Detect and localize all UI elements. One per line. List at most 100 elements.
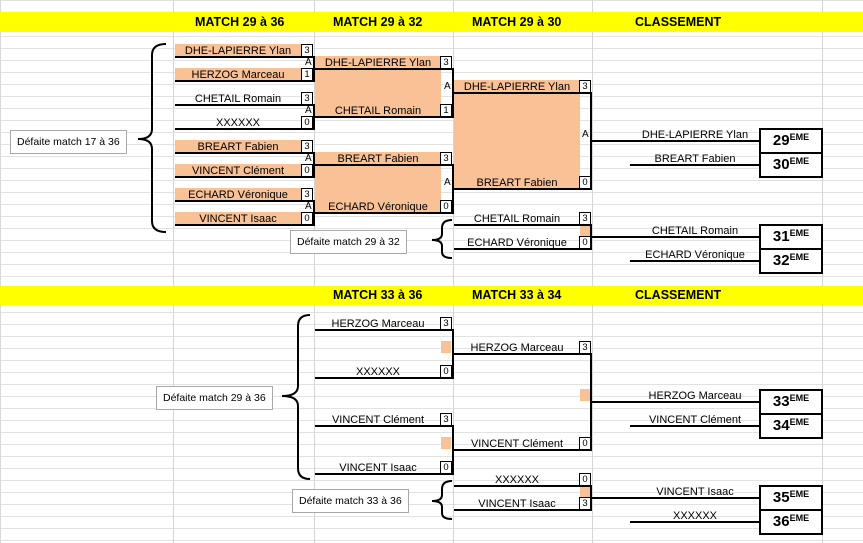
rank-box-36: 36EME <box>759 509 823 535</box>
rank-number: 29 <box>772 132 790 149</box>
rank-number: 35 <box>772 489 790 506</box>
bracket-line <box>630 260 760 262</box>
bracket-connector <box>452 329 454 379</box>
rank-number: 36 <box>772 513 790 530</box>
player-name[interactable]: DHE-LAPIERRE Ylan <box>324 57 432 69</box>
header-match-29-36: MATCH 29 à 36 <box>195 15 285 29</box>
score-cell[interactable]: 3 <box>579 80 591 93</box>
bracket-line <box>592 497 760 499</box>
score-cell[interactable]: 3 <box>301 44 313 57</box>
bracket-line <box>454 92 592 94</box>
advance-mark: A <box>305 105 312 116</box>
cell-fill <box>580 389 590 401</box>
score-cell[interactable]: 0 <box>579 176 591 189</box>
player-name[interactable]: HERZOG Marceau <box>191 69 285 81</box>
score-cell[interactable]: 0 <box>579 437 591 450</box>
bracket-connector <box>452 164 454 214</box>
score-cell[interactable]: 1 <box>440 104 452 117</box>
bracket-line <box>630 164 760 166</box>
bracket-connector <box>452 68 454 118</box>
note-defaite-29-32: Défaite match 29 à 32 <box>290 230 407 254</box>
score-cell[interactable]: 0 <box>579 473 591 486</box>
note-defaite-33-36: Défaite match 33 à 36 <box>292 489 409 513</box>
score-cell[interactable]: 0 <box>301 164 313 177</box>
bracket-line <box>592 140 760 142</box>
bracket-line <box>315 425 454 427</box>
score-cell[interactable]: 0 <box>440 200 452 213</box>
header-match-29-30: MATCH 29 à 30 <box>472 15 562 29</box>
note-defaite-17-36: Défaite match 17 à 36 <box>10 130 127 154</box>
score-cell[interactable]: 3 <box>579 341 591 354</box>
player-name[interactable]: CHETAIL Romain <box>194 93 282 105</box>
cell-fill <box>315 56 441 116</box>
bracket-line <box>315 116 454 118</box>
bracket-line <box>454 248 592 250</box>
player-name[interactable]: VINCENT Isaac <box>199 213 277 225</box>
classement-name: DHE-LAPIERRE Ylan <box>641 129 749 141</box>
cell-fill <box>175 164 301 176</box>
player-name[interactable]: CHETAIL Romain <box>334 105 422 117</box>
player-name[interactable]: XXXXXX <box>215 117 261 129</box>
player-name[interactable]: XXXXXX <box>494 474 540 486</box>
cell-fill <box>175 44 301 56</box>
player-name[interactable]: CHETAIL Romain <box>473 213 561 225</box>
score-cell[interactable]: 0 <box>440 461 452 474</box>
score-cell[interactable]: 3 <box>579 497 591 510</box>
score-cell[interactable]: 3 <box>440 317 452 330</box>
score-cell[interactable]: 3 <box>440 413 452 426</box>
bracket-line <box>315 68 454 70</box>
bracket-connector <box>313 104 315 130</box>
score-cell[interactable]: 0 <box>440 365 452 378</box>
column-gridline <box>314 0 315 543</box>
score-cell[interactable]: 3 <box>301 92 313 105</box>
score-cell[interactable]: 3 <box>440 152 452 165</box>
bracket-connector <box>452 425 454 475</box>
rank-number: 30 <box>772 156 790 173</box>
rank-box-30: 30EME <box>759 152 823 178</box>
rank-suffix: EME <box>789 228 810 238</box>
player-name[interactable]: ECHARD Véronique <box>188 189 288 201</box>
bracket-connector <box>313 152 315 178</box>
score-cell[interactable]: 3 <box>301 140 313 153</box>
player-name[interactable]: VINCENT Clément <box>331 414 425 426</box>
bracket-line <box>175 104 315 106</box>
bracket-line <box>175 128 315 130</box>
player-name[interactable]: XXXXXX <box>355 366 401 378</box>
player-name[interactable]: BREART Fabien <box>197 141 279 153</box>
classement-name: VINCENT Clément <box>648 414 742 426</box>
rank-suffix: EME <box>789 252 810 262</box>
score-cell[interactable]: 3 <box>301 188 313 201</box>
player-name[interactable]: HERZOG Marceau <box>470 342 564 354</box>
advance-mark: A <box>444 81 451 92</box>
score-cell[interactable]: 1 <box>301 68 313 81</box>
player-name[interactable]: VINCENT Isaac <box>478 498 556 510</box>
player-name[interactable]: VINCENT Clément <box>191 165 285 177</box>
rank-box-31: 31EME <box>759 224 823 250</box>
bracket-line <box>630 521 760 523</box>
player-name[interactable]: VINCENT Isaac <box>339 462 417 474</box>
bracket-line <box>315 164 454 166</box>
player-name[interactable]: DHE-LAPIERRE Ylan <box>463 81 571 93</box>
cell-fill <box>175 188 301 200</box>
brace-consol-top <box>431 219 453 259</box>
player-name[interactable]: BREART Fabien <box>337 153 419 165</box>
cell-fill <box>175 212 301 224</box>
rank-box-33: 33EME <box>759 389 823 415</box>
header-band-bottom <box>0 286 863 305</box>
score-cell[interactable]: 0 <box>579 236 591 249</box>
cell-fill <box>175 68 301 80</box>
score-cell[interactable]: 0 <box>301 116 313 129</box>
score-cell[interactable]: 3 <box>579 212 591 225</box>
player-name[interactable]: HERZOG Marceau <box>331 318 425 330</box>
bracket-connector <box>313 200 315 226</box>
cell-fill <box>454 80 580 188</box>
cell-fill <box>580 224 590 236</box>
player-name[interactable]: VINCENT Clément <box>470 438 564 450</box>
player-name[interactable]: BREART Fabien <box>476 177 558 189</box>
player-name[interactable]: ECHARD Véronique <box>467 237 567 249</box>
player-name[interactable]: DHE-LAPIERRE Ylan <box>184 45 292 57</box>
advance-mark: A <box>305 57 312 68</box>
player-name[interactable]: ECHARD Véronique <box>328 201 428 213</box>
score-cell[interactable]: 3 <box>440 56 452 69</box>
score-cell[interactable]: 0 <box>301 212 313 225</box>
